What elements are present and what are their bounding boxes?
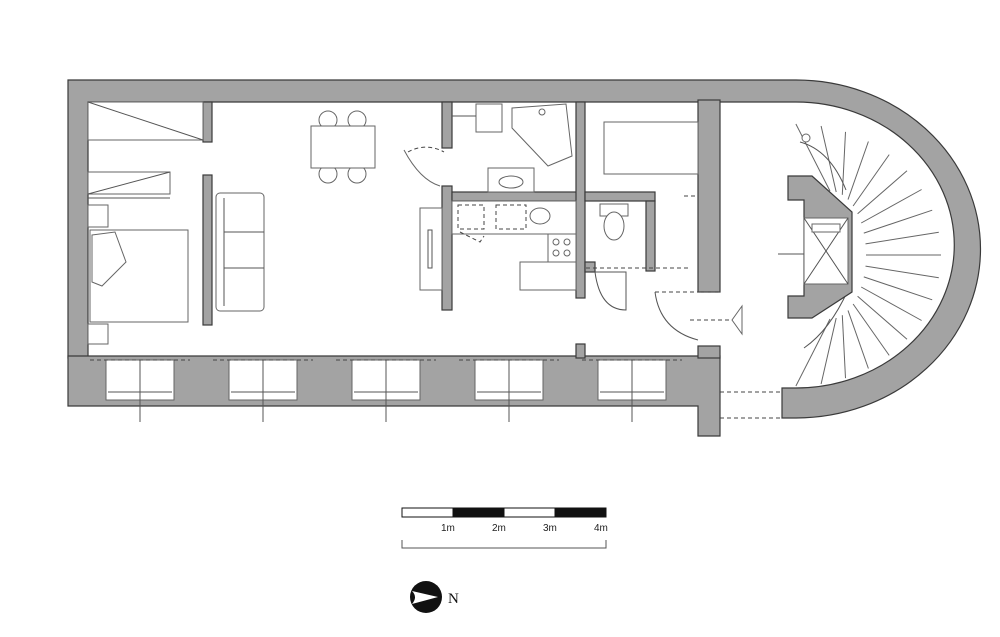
- stair-step: [841, 131, 846, 195]
- stair-step: [863, 209, 933, 234]
- scale-label-4m: 4m: [594, 523, 608, 534]
- toilet-room: [599, 121, 699, 241]
- stair-step: [847, 141, 869, 200]
- scale-label-1m: 1m: [441, 523, 455, 534]
- scale-label-2m: 2m: [492, 523, 506, 534]
- stair-step: [860, 286, 922, 321]
- stair-marker: [801, 133, 811, 143]
- north-arrow: N: [410, 581, 459, 613]
- stair-step: [857, 295, 908, 340]
- interior-walls: [202, 101, 656, 359]
- stair-step: [860, 189, 922, 224]
- stair-core: [778, 175, 853, 319]
- stair-step: [865, 231, 939, 245]
- window-1: [90, 359, 190, 422]
- spiral-staircase: [720, 123, 941, 419]
- doors: [586, 195, 743, 341]
- wardrobe: [419, 207, 443, 291]
- window-2: [213, 359, 313, 422]
- bathroom-fixtures: [403, 103, 573, 193]
- stair-step: [795, 318, 831, 387]
- stair-step: [852, 154, 890, 207]
- stair-step: [857, 170, 908, 215]
- stair-step: [841, 315, 846, 379]
- bed: [87, 204, 189, 345]
- dining-table: [310, 110, 376, 184]
- window-4: [459, 359, 559, 422]
- windows: [90, 359, 682, 422]
- kitchen: [451, 200, 577, 291]
- stair-step: [847, 310, 869, 369]
- stair-step: [820, 317, 837, 385]
- stair-step: [852, 303, 890, 356]
- stair-step: [820, 125, 837, 193]
- sofa: [215, 192, 265, 312]
- stair-step: [795, 123, 831, 192]
- north-label: N: [448, 591, 459, 607]
- window-3: [336, 359, 436, 422]
- scale-label-3m: 3m: [543, 523, 557, 534]
- stair-step: [863, 276, 933, 301]
- window-5: [582, 359, 682, 422]
- scale-bar: 1m 2m 3m 4m: [401, 507, 608, 549]
- closet: [87, 101, 204, 199]
- stair-step: [865, 265, 939, 279]
